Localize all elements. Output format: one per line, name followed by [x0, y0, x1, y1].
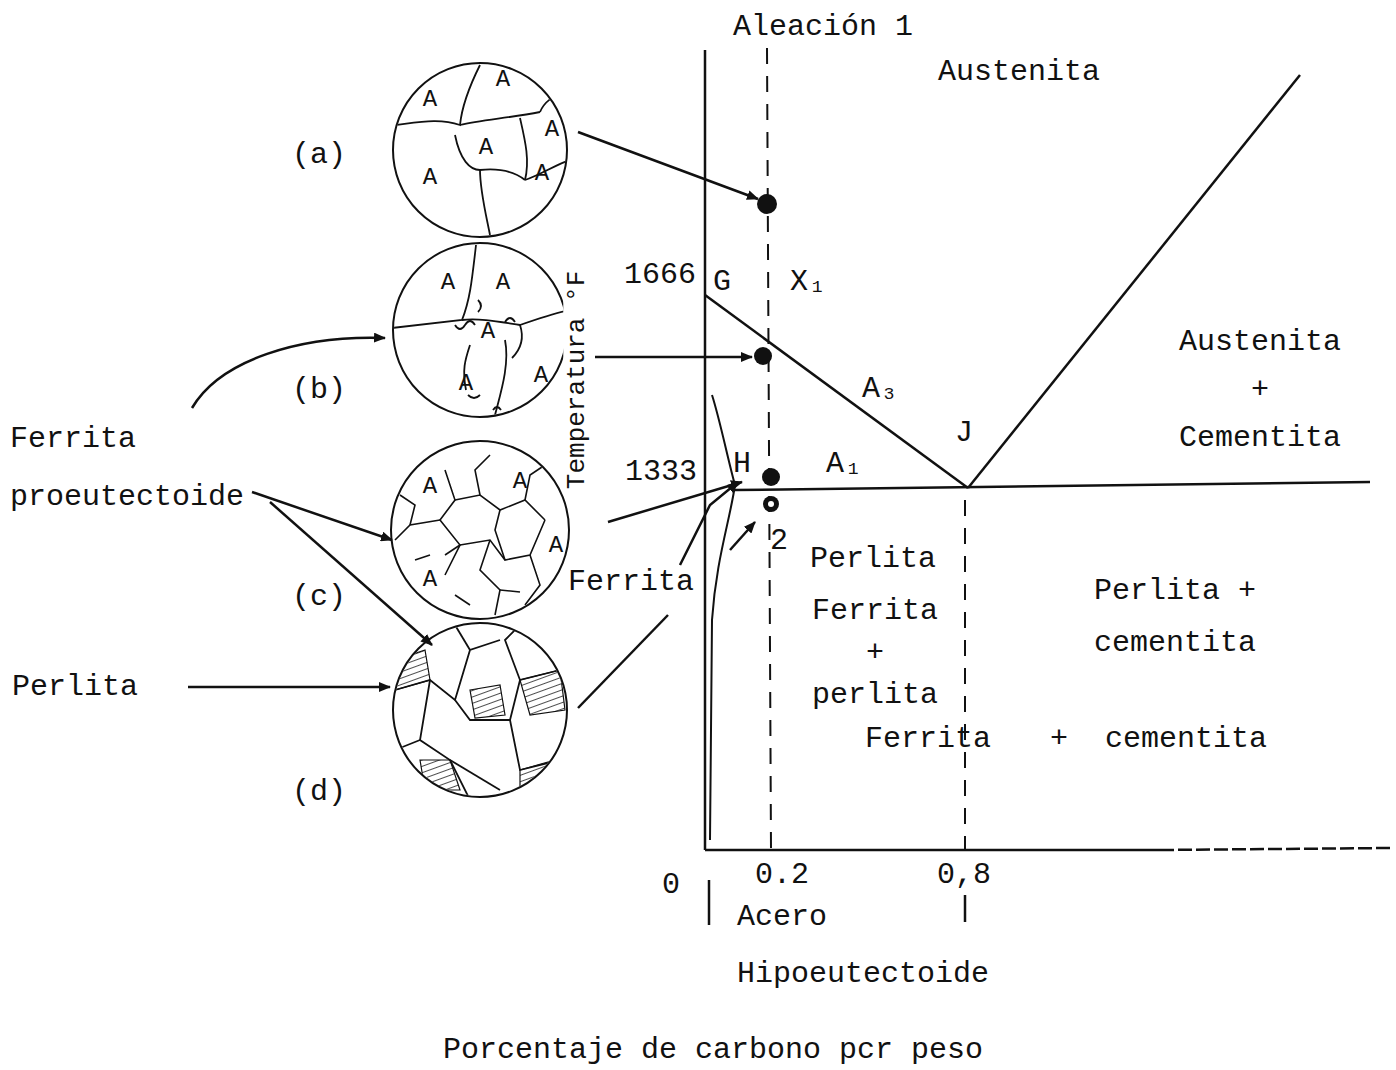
phase-letter: A	[423, 166, 437, 190]
phase-letter: A	[513, 470, 527, 494]
region-label: Perlita + cementita	[1090, 565, 1260, 669]
phase-letter: A	[423, 475, 437, 499]
figure-letter: (c)	[292, 580, 346, 615]
phase-label: Perlita	[12, 670, 138, 705]
microstructure-circle: A A A A	[390, 440, 570, 620]
alloy-label: Aleación 1	[733, 10, 913, 45]
region-label: Perlita	[810, 542, 936, 577]
phase-letter: A	[534, 364, 548, 388]
point-letter: G	[713, 265, 731, 300]
phase-letter: A	[481, 320, 495, 344]
temperature-value: 1333	[625, 455, 697, 490]
figure-letter: (d)	[292, 775, 346, 810]
axis-value: 0,8	[937, 858, 991, 893]
phase-label: Ferrita proeutectoide	[10, 410, 260, 526]
phase-letter: A	[535, 162, 549, 186]
axis-title: Temperatura °F	[563, 271, 593, 489]
phase-letter: A	[496, 271, 510, 295]
region-label: +	[1050, 722, 1068, 757]
point-letter: H	[733, 447, 751, 482]
steel-label: Hipoeutectoide	[737, 957, 989, 992]
microstructure-circle: A A A A A	[392, 242, 568, 418]
axis-title: Porcentaje de carbono pcr peso	[443, 1033, 983, 1068]
region-label: Austenita + Cementita	[1170, 318, 1350, 462]
line-label: A₁	[826, 447, 862, 482]
phase-label: Ferrita	[568, 565, 694, 600]
region-label: Austenita	[938, 55, 1100, 90]
line-label: A₃	[862, 372, 898, 407]
point-label: X₁	[790, 265, 826, 300]
phase-letter: A	[479, 136, 493, 160]
region-label: Ferrita	[865, 722, 991, 757]
temperature-value: 1666	[624, 258, 696, 293]
callout-number: 2	[770, 524, 788, 559]
axis-value: 0	[662, 868, 680, 903]
figure-letter: (a)	[292, 138, 346, 173]
phase-letter: A	[496, 68, 510, 92]
axis-value: 0.2	[755, 858, 809, 893]
region-label: Ferrita + perlita	[800, 590, 950, 716]
microstructure-circle: AAAAAA	[392, 62, 568, 238]
region-label: cementita	[1105, 722, 1267, 757]
phase-letter: A	[459, 372, 473, 396]
point-letter: J	[955, 416, 973, 451]
figure-letter: (b)	[292, 373, 346, 408]
phase-letter: A	[423, 88, 437, 112]
steel-label: Acero	[737, 900, 827, 935]
phase-letter: A	[423, 568, 437, 592]
phase-letter: A	[549, 534, 563, 558]
phase-letter: A	[441, 271, 455, 295]
phase-letter: A	[545, 118, 559, 142]
